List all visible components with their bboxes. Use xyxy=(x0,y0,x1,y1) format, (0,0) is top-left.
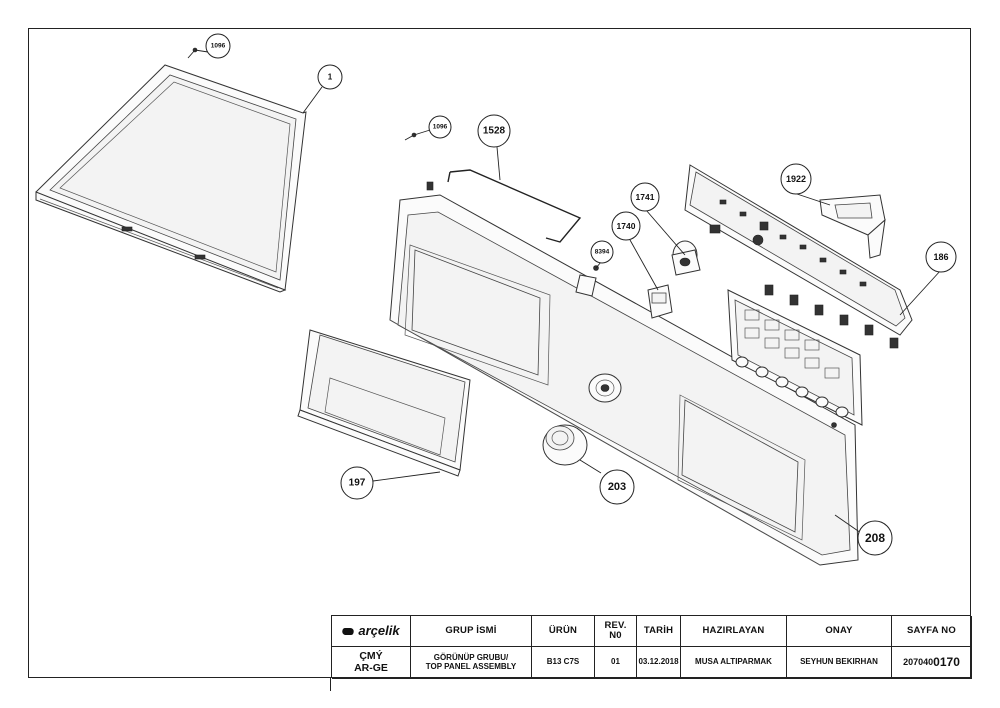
drawing-frame xyxy=(28,28,971,678)
part-control-panel xyxy=(389,181,859,566)
callout-208: 208 xyxy=(857,520,893,556)
callout-label: 1741 xyxy=(636,192,655,202)
leader-lines xyxy=(194,49,942,534)
part-wire-bracket xyxy=(447,169,582,243)
header-date: TARİH xyxy=(637,616,681,647)
title-block: arçelik GRUP İSMİ ÜRÜN REV. N0 TARİH HAZ… xyxy=(331,615,972,679)
revision-value: 01 xyxy=(595,647,637,679)
header-group-name: GRUP İSMİ xyxy=(411,616,532,647)
callout-1922: 1922 xyxy=(780,163,812,195)
part-button-panel xyxy=(727,289,863,428)
callout-1528: 1528 xyxy=(477,114,511,148)
callout-186: 186 xyxy=(925,241,957,273)
callout-label: 197 xyxy=(349,478,366,489)
header-revision-line2: N0 xyxy=(609,630,622,641)
department-line1: ÇMÝ xyxy=(359,650,383,663)
callout-1740: 1740 xyxy=(611,211,641,241)
callout-label: 1740 xyxy=(617,221,636,231)
sheet-number-prefix: 207040 xyxy=(903,656,934,667)
brand-logo-icon xyxy=(341,627,356,635)
date-value: 03.12.2018 xyxy=(637,647,681,679)
callout-1096-right: 1096 xyxy=(428,115,452,139)
header-prepared-by: HAZIRLAYAN xyxy=(681,616,787,647)
header-product: ÜRÜN xyxy=(532,616,595,647)
frame-tick-mark xyxy=(330,678,331,691)
callout-label: 203 xyxy=(608,481,626,493)
screw-1096-right xyxy=(404,132,417,141)
callout-197: 197 xyxy=(340,466,374,500)
callout-8394: 8394 xyxy=(590,240,614,264)
callout-label: 1528 xyxy=(483,126,506,137)
header-sheet-no: SAYFA NO xyxy=(892,616,972,647)
part-top-lid xyxy=(35,64,307,293)
department-line2: AR-GE xyxy=(354,661,388,674)
part-mounting-bracket xyxy=(819,194,886,259)
part-selector-shaft-1741 xyxy=(671,240,701,276)
callout-label: 1922 xyxy=(786,174,806,184)
approved-by-value: SEYHUN BEKIRHAN xyxy=(787,647,892,679)
group-name-value: GÖRÜNÜP GRUBU/ TOP PANEL ASSEMBLY xyxy=(411,647,532,679)
callout-label: 8394 xyxy=(595,249,610,256)
header-revision-line1: REV. xyxy=(604,620,627,632)
header-approval: ONAY xyxy=(787,616,892,647)
callout-1096-top: 1096 xyxy=(205,33,231,59)
callout-label: 186 xyxy=(933,252,948,262)
group-name-line1: GÖRÜNÜP GRUBU/ xyxy=(433,653,509,663)
callout-203: 203 xyxy=(599,469,635,505)
brand-logo: arçelik xyxy=(332,616,411,647)
part-light-pipe-1740 xyxy=(647,284,673,319)
callout-label: 1096 xyxy=(211,43,226,50)
brand-logo-text: arçelik xyxy=(358,623,400,639)
screw-1096-top xyxy=(187,47,198,59)
callout-1: 1 xyxy=(317,64,343,90)
group-name-line2: TOP PANEL ASSEMBLY xyxy=(425,661,517,671)
part-knob xyxy=(542,424,588,466)
sheet-number-suffix: 0170 xyxy=(933,655,960,670)
part-drawer-handle xyxy=(297,329,471,477)
department: ÇMÝ AR-GE xyxy=(332,647,411,679)
callout-1741: 1741 xyxy=(630,182,660,212)
callout-label: 1 xyxy=(328,73,333,82)
callout-label: 1096 xyxy=(433,124,448,131)
part-main-pcb xyxy=(684,164,913,349)
header-revision: REV. N0 xyxy=(595,616,637,647)
product-value: B13 C7S xyxy=(532,647,595,679)
callout-label: 208 xyxy=(865,531,885,545)
prepared-by-value: MUSA ALTIPARMAK xyxy=(681,647,787,679)
